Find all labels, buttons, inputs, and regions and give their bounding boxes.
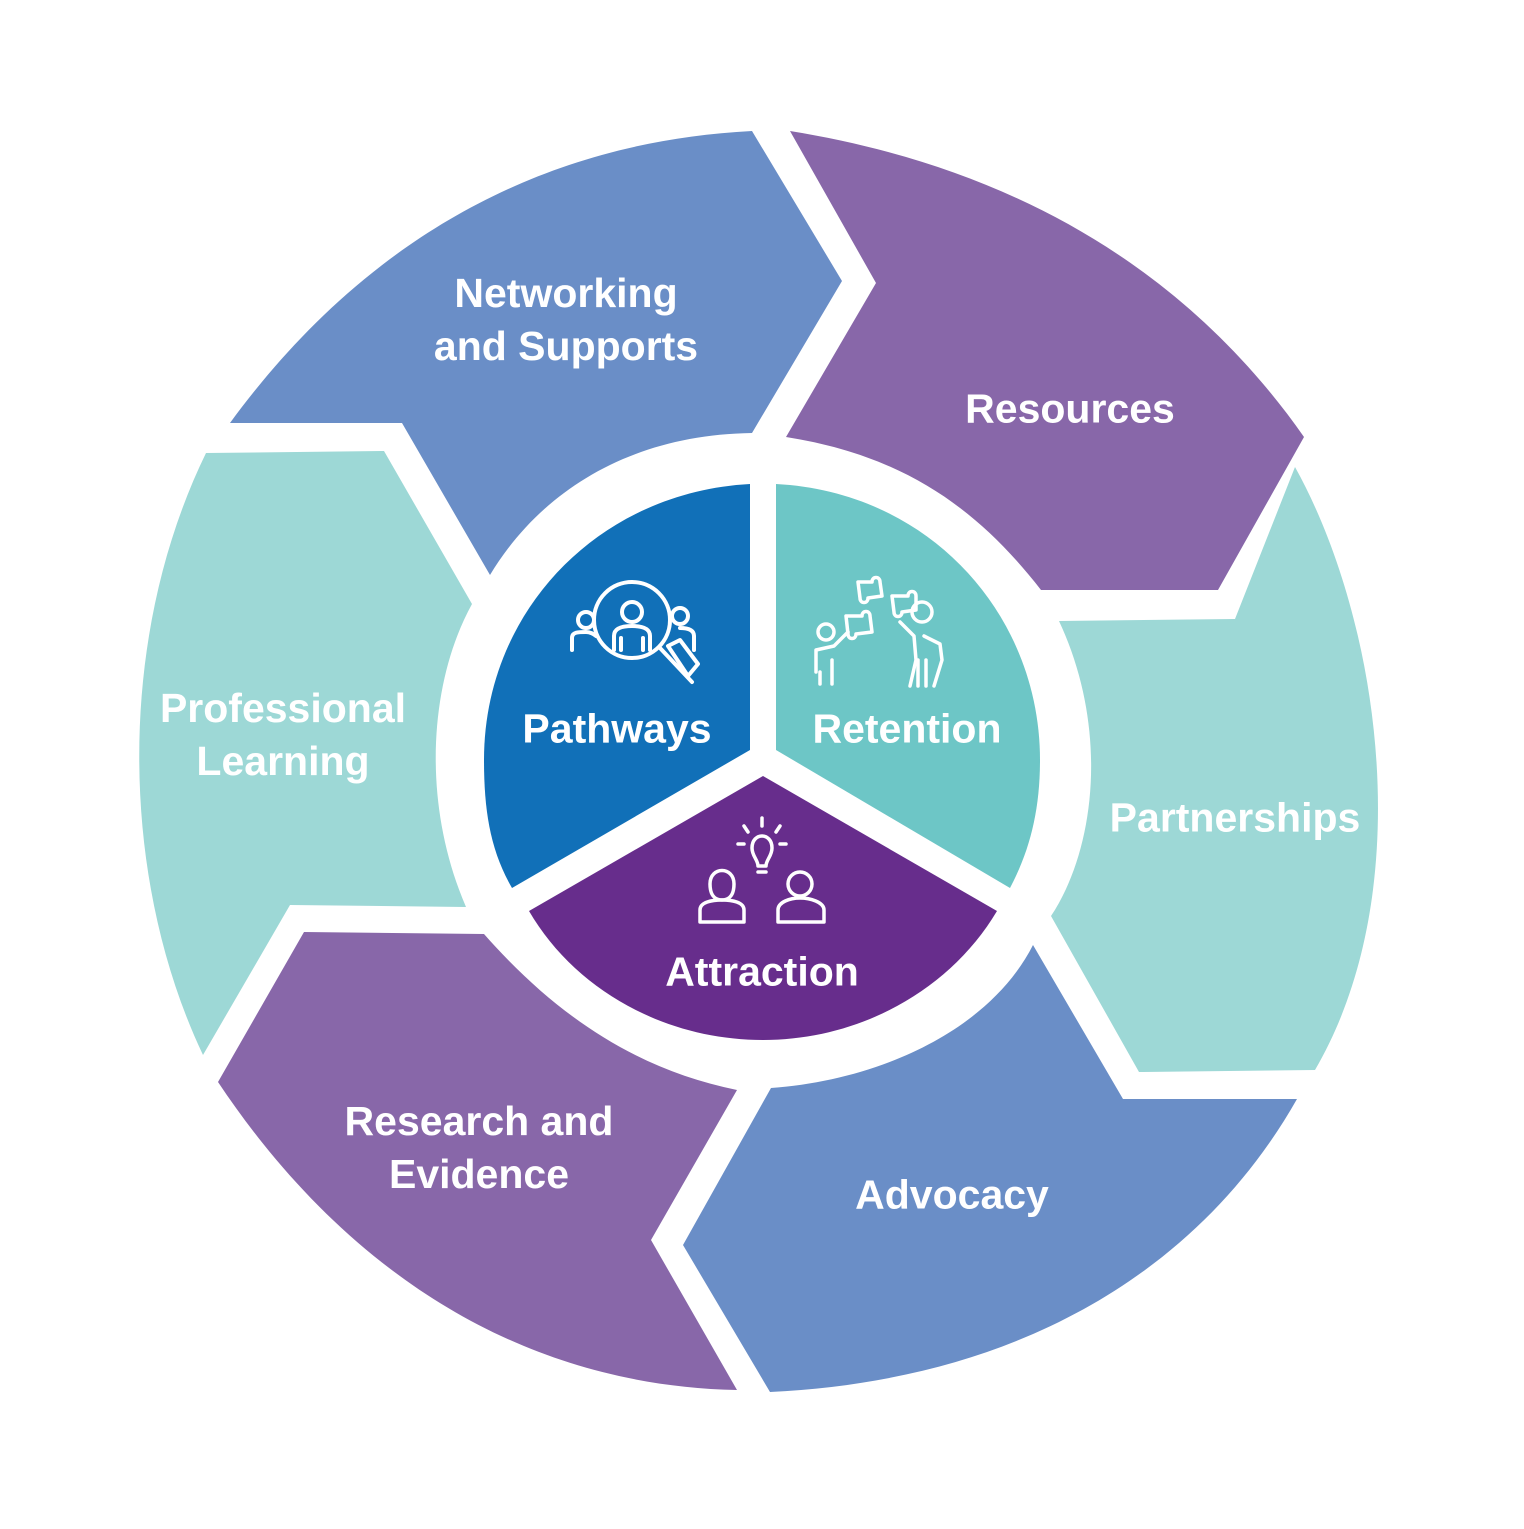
- segment-research-and-evidence: [218, 932, 737, 1390]
- research-line2: Evidence: [388, 1151, 570, 1197]
- professional-line2: Learning: [196, 738, 370, 784]
- segment-advocacy: [683, 945, 1297, 1392]
- segment-networking-and-supports: [230, 131, 842, 575]
- segment-attraction: [529, 776, 997, 1040]
- networking-line2: and Supports: [433, 323, 699, 369]
- professional-line1: Professional: [159, 685, 407, 731]
- partnerships-line1: Partnerships: [1109, 794, 1361, 841]
- segment-professional-learning: [139, 451, 472, 1055]
- segment-partnerships: [1051, 467, 1378, 1072]
- retention-label: Retention: [812, 705, 1002, 752]
- people-search-icon: [570, 580, 700, 684]
- research-and-evidence-label: Research and Evidence: [345, 1095, 614, 1201]
- puzzle-teamwork-icon: [814, 575, 944, 688]
- advocacy-line1: Advocacy: [855, 1171, 1049, 1218]
- segment-resources: [786, 131, 1304, 590]
- advocacy-label: Advocacy: [855, 1169, 1049, 1222]
- partnerships-label: Partnerships: [1110, 792, 1361, 845]
- idea-people-icon: [698, 816, 826, 924]
- pathways-label: Pathways: [522, 705, 712, 752]
- networking-and-supports-label: Networking and Supports: [434, 267, 698, 373]
- resources-label: Resources: [965, 383, 1175, 436]
- networking-line1: Networking: [454, 270, 678, 316]
- resources-line1: Resources: [965, 385, 1175, 432]
- segment-pathways: [484, 484, 750, 888]
- segment-retention: [776, 484, 1040, 888]
- professional-learning-label: Professional Learning: [160, 682, 406, 788]
- research-line1: Research and: [344, 1098, 614, 1144]
- attraction-label: Attraction: [665, 948, 859, 995]
